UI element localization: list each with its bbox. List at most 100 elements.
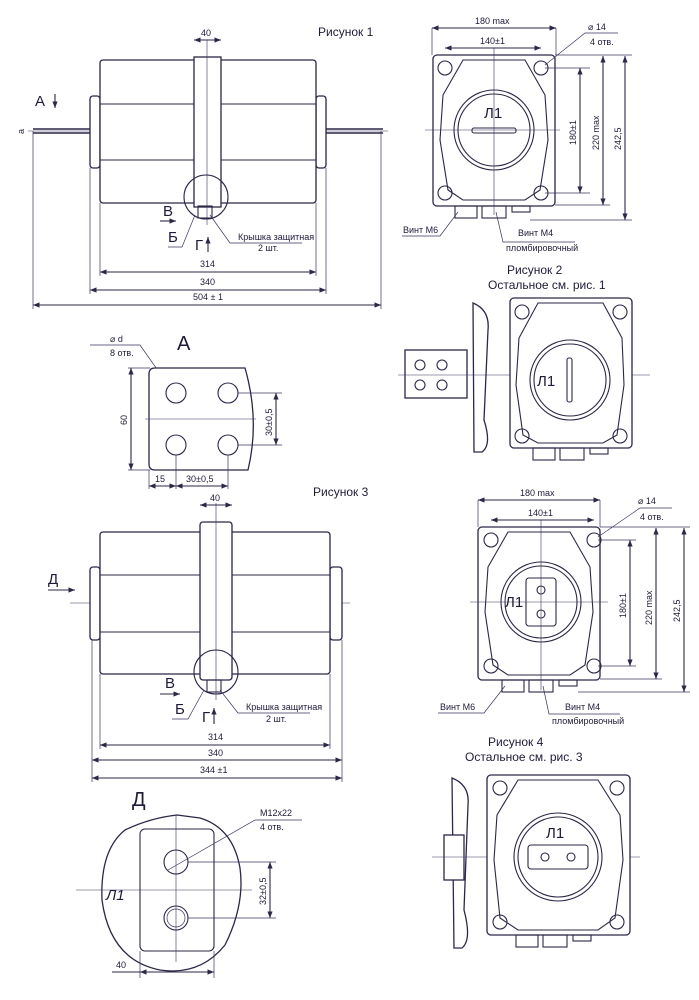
- figure-2-title: Рисунок 2: [507, 263, 563, 277]
- hole-diameter: ⌀ d: [110, 334, 123, 344]
- dim-340: 340: [200, 277, 215, 287]
- leader-b: [172, 689, 205, 720]
- primary-window-inner: [533, 343, 607, 417]
- figure-1-side-view: Рисунок 1 40 А а В Б Г Крышка защитная 2…: [16, 25, 388, 309]
- view-a-detail: А ⌀ d 8 отв. 60 30±0,5 15 30±0,5: [90, 333, 282, 489]
- marking-l1: Л1: [505, 594, 523, 611]
- view-g-label: Г: [202, 709, 210, 726]
- figure-3-title: Рисунок 3: [313, 485, 369, 499]
- dim-hole-pitch: 140±1: [528, 508, 553, 518]
- mounting-hole: [612, 428, 628, 444]
- dim-height: 60: [119, 415, 129, 425]
- dim-v-total: 242,5: [672, 599, 682, 622]
- dim-340: 340: [208, 748, 223, 758]
- hole-qty: 4 отв.: [640, 512, 664, 522]
- side-profile: [472, 302, 489, 453]
- housing-outline: [484, 531, 594, 676]
- cover-qty: 2 шт.: [258, 243, 278, 253]
- mounting-hole: [612, 304, 628, 320]
- figure-2-front-view: Л1 180 max 140±1 ⌀ 14 4 отв. 180±1 220 m…: [402, 16, 632, 292]
- secondary-winding-band: [193, 56, 222, 208]
- dim-v-pitch: 30±0,5: [264, 409, 274, 436]
- dim-width: 40: [116, 960, 126, 970]
- cover-qty: 2 шт.: [266, 714, 286, 724]
- leader-b: [168, 214, 196, 248]
- detail-circle: [183, 174, 229, 220]
- leader-m6: [438, 685, 506, 714]
- flange-right: [329, 566, 343, 641]
- view-b-label: Б: [175, 701, 185, 718]
- terminal-cover: [197, 205, 213, 219]
- hole-diameter: ⌀ 14: [588, 22, 606, 32]
- primary-terminal-block: [527, 844, 589, 870]
- figure-4-title: Рисунок 4: [488, 735, 544, 749]
- dim-hole-pitch: 32±0,5: [258, 878, 268, 905]
- leader-hole: [544, 32, 618, 66]
- view-a-title: А: [177, 333, 191, 355]
- dim-v-body: 220 max: [644, 590, 654, 625]
- mounting-hole: [483, 532, 499, 548]
- view-v-label: В: [165, 675, 175, 692]
- hole-diameter: ⌀ 14: [638, 496, 656, 506]
- view-v-label: В: [163, 203, 173, 220]
- terminal-block: [542, 934, 568, 948]
- terminal-block: [454, 205, 478, 219]
- cover-label: Крышка защитная: [246, 702, 322, 712]
- dim-h-pitch: 30±0,5: [186, 474, 213, 484]
- mounting-hole: [609, 780, 625, 796]
- figure-4-side-and-front: Л1: [432, 774, 640, 949]
- leader-thread: [167, 819, 302, 871]
- mounting-hole: [492, 780, 508, 796]
- terminal-block: [558, 679, 578, 687]
- figure-2-subtitle: Остальное см. рис. 1: [488, 278, 606, 292]
- leader-cover: [209, 214, 302, 244]
- flange-left: [89, 95, 101, 169]
- terminal-block: [528, 679, 554, 693]
- view-d-title: Д: [132, 789, 146, 811]
- screw-m6-label: Винт М6: [403, 225, 438, 235]
- marking-l1: Л1: [546, 825, 564, 842]
- view-d-detail: Д М12х22 4 отв. 32±0,5 Л1 40: [76, 789, 302, 978]
- mounting-hole: [514, 304, 530, 320]
- mounting-plate: [477, 526, 601, 681]
- terminal-hole: [165, 382, 187, 404]
- mounting-hole: [483, 658, 499, 674]
- screw-m4-label: Винт М4: [565, 702, 600, 712]
- terminal-hole: [566, 852, 576, 862]
- hole-qty: 8 отв.: [110, 348, 134, 358]
- primary-window-inner: [517, 816, 599, 898]
- leader-m4: [542, 685, 620, 715]
- terminal-hole: [540, 852, 550, 862]
- screw-m4-note: пломбировочный: [506, 243, 578, 253]
- mounting-hole: [437, 185, 453, 201]
- mounting-plate: [486, 774, 631, 936]
- terminal-cover: [206, 679, 222, 693]
- dim-v-hole-pitch: 180±1: [568, 120, 578, 145]
- dim-total-length: 344 ±1: [200, 765, 227, 775]
- dim-hole-pitch: 140±1: [480, 36, 505, 46]
- cover-label: Крышка защитная: [238, 232, 314, 242]
- dim-band-width: 40: [210, 493, 220, 503]
- flange-right: [315, 95, 327, 169]
- figure-2-side-and-front: Л1: [398, 297, 650, 461]
- terminal-hole: [414, 359, 426, 371]
- dim-a-label: а: [16, 129, 26, 134]
- dim-edge: 15: [155, 474, 165, 484]
- terminal-hole: [414, 379, 426, 391]
- hole-qty: 4 отв.: [260, 822, 284, 832]
- leader-m6: [402, 211, 459, 237]
- leader-cover: [219, 689, 310, 714]
- housing-outline: [439, 59, 549, 201]
- flange-left: [89, 566, 101, 641]
- housing-outline: [493, 779, 624, 931]
- screw-m4-label: Винт М4: [518, 228, 553, 238]
- figure-3-side-view: Рисунок 3 40 Д В Б Г Крышка защитная 2 ш…: [48, 485, 369, 782]
- marking-l1: Л1: [105, 887, 125, 904]
- dim-width: 180 max: [475, 16, 510, 26]
- dim-total-length: 504 ± 1: [193, 292, 223, 302]
- dim-v-body: 220 max: [591, 115, 601, 150]
- view-b-label: Б: [168, 229, 178, 246]
- terminal-hole: [436, 359, 448, 371]
